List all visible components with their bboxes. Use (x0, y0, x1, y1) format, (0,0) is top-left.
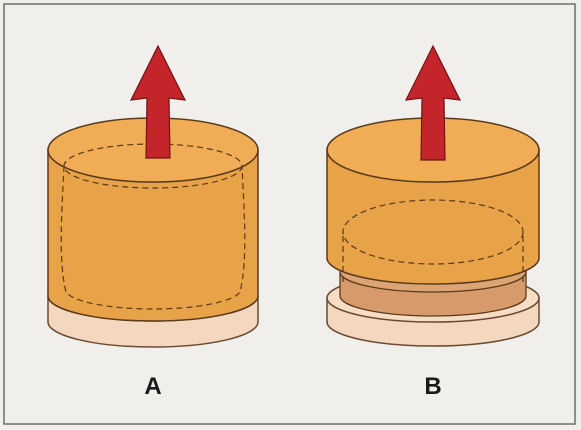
upward-arrow-icon (404, 44, 462, 161)
panel-a-label: A (144, 373, 161, 400)
panel-a: A (47, 44, 259, 400)
panel-b-label: B (424, 373, 441, 400)
panel-b: B (326, 44, 540, 400)
upward-arrow-icon (129, 44, 187, 159)
